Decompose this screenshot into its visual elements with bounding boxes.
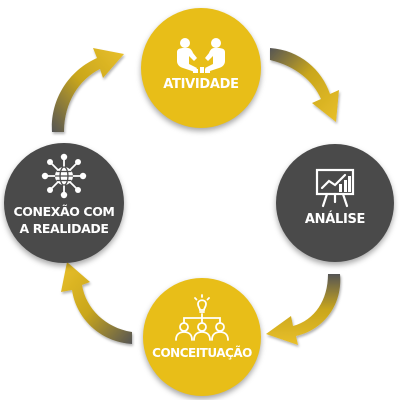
curved-arrow-icon [61, 262, 132, 344]
node-label-conexao: CONEXÃO COM A REALIDADE [4, 203, 124, 237]
team-idea-icon [175, 294, 229, 341]
curved-arrow-icon [51, 48, 124, 132]
node-label-atividade: ATIVIDADE [163, 77, 239, 92]
curved-arrow-icon [266, 274, 341, 345]
curved-arrow-icon [270, 48, 339, 122]
node-analise: ANÁLISE [276, 144, 394, 262]
node-conexao: CONEXÃO COM A REALIDADE [4, 143, 124, 263]
network-globe-icon [41, 153, 87, 199]
two-people-icon [177, 38, 225, 73]
node-label-analise: ANÁLISE [304, 212, 366, 227]
node-label-conexao-line2: A REALIDADE [19, 221, 109, 236]
node-atividade: ATIVIDADE [141, 8, 261, 128]
node-label-conceituacao: CONCEITUAÇÃO [152, 346, 252, 360]
node-conceituacao: CONCEITUAÇÃO [143, 278, 261, 396]
node-label-conexao-line1: CONEXÃO COM [13, 204, 115, 219]
presentation-chart-icon [315, 168, 355, 208]
